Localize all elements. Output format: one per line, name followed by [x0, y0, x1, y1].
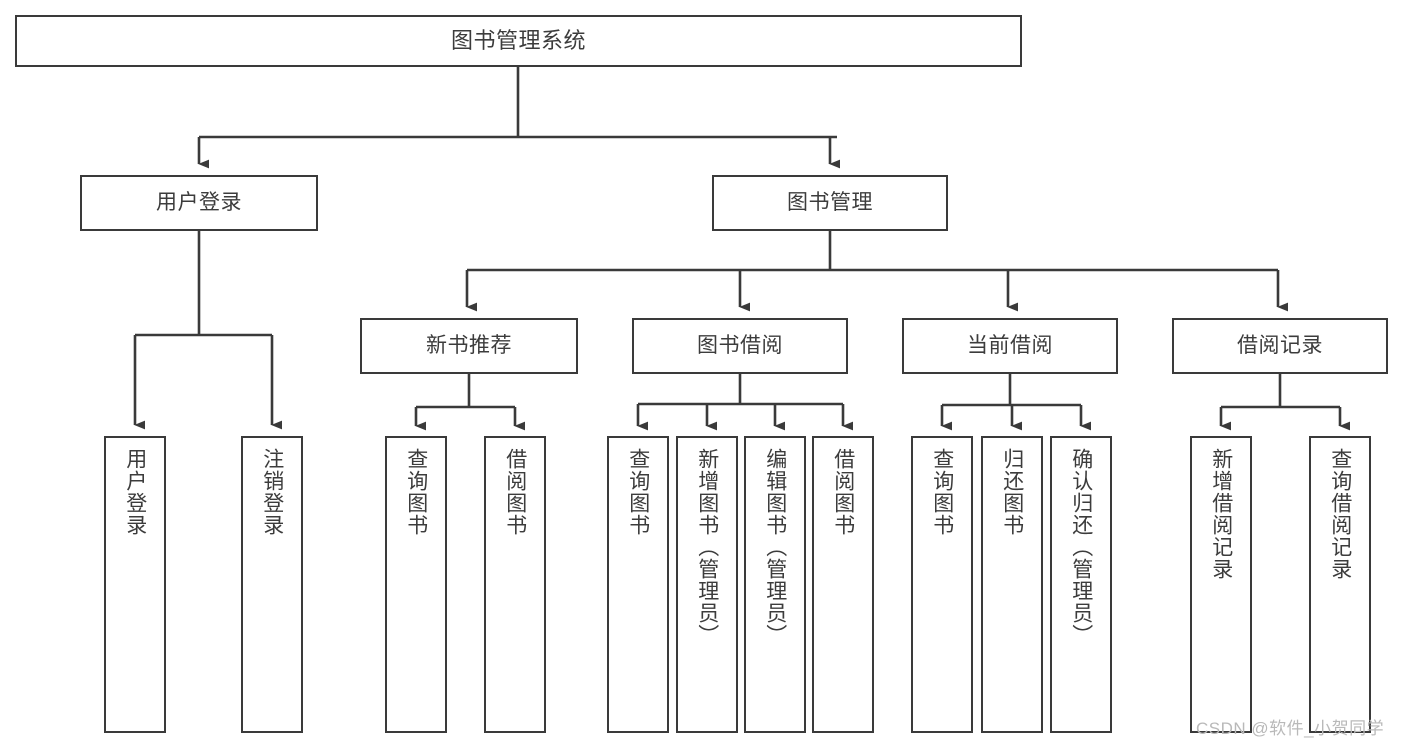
node-user-login[interactable]: 用户登录 — [80, 175, 318, 231]
node-leaf-query-record-label: 查询借阅记录 — [1328, 448, 1352, 580]
node-leaf-confirm-return[interactable]: 确认归还（管理员） — [1050, 436, 1112, 733]
node-leaf-borrow-book-rec[interactable]: 借阅图书 — [484, 436, 546, 733]
node-book-borrow-label: 图书借阅 — [697, 334, 783, 358]
node-leaf-add-book[interactable]: 新增图书（管理员） — [676, 436, 738, 733]
node-book-manage[interactable]: 图书管理 — [712, 175, 948, 231]
node-leaf-borrow-book-label: 借阅图书 — [831, 448, 855, 536]
node-leaf-edit-book[interactable]: 编辑图书（管理员） — [744, 436, 806, 733]
node-new-book-rec-label: 新书推荐 — [426, 334, 512, 358]
node-root-label: 图书管理系统 — [450, 27, 586, 53]
node-book-manage-label: 图书管理 — [787, 191, 873, 215]
node-new-book-rec[interactable]: 新书推荐 — [360, 318, 578, 374]
node-user-login-label: 用户登录 — [156, 191, 242, 215]
node-leaf-query-book-borrow-label: 查询图书 — [626, 448, 650, 536]
node-leaf-query-book-rec-label: 查询图书 — [404, 448, 428, 536]
node-leaf-query-book-cur-label: 查询图书 — [930, 448, 954, 536]
node-borrow-record-label: 借阅记录 — [1237, 334, 1323, 358]
csdn-watermark: CSDN @软件_小贺同学 — [1196, 719, 1385, 738]
node-leaf-add-record-label: 新增借阅记录 — [1209, 448, 1233, 580]
node-borrow-record[interactable]: 借阅记录 — [1172, 318, 1388, 374]
node-leaf-user-login-label: 用户登录 — [123, 448, 147, 536]
node-leaf-return-book-label: 归还图书 — [1000, 448, 1024, 536]
node-leaf-add-record[interactable]: 新增借阅记录 — [1190, 436, 1252, 733]
node-leaf-query-book-cur[interactable]: 查询图书 — [911, 436, 973, 733]
node-root[interactable]: 图书管理系统 — [15, 15, 1022, 67]
node-leaf-confirm-return-label: 确认归还（管理员） — [1069, 448, 1093, 646]
node-leaf-borrow-book[interactable]: 借阅图书 — [812, 436, 874, 733]
node-leaf-query-record[interactable]: 查询借阅记录 — [1309, 436, 1371, 733]
node-current-borrow[interactable]: 当前借阅 — [902, 318, 1118, 374]
node-leaf-query-book-rec[interactable]: 查询图书 — [385, 436, 447, 733]
node-leaf-edit-book-label: 编辑图书（管理员） — [763, 448, 787, 646]
node-leaf-add-book-label: 新增图书（管理员） — [695, 448, 719, 646]
node-current-borrow-label: 当前借阅 — [967, 334, 1053, 358]
node-leaf-user-login[interactable]: 用户登录 — [104, 436, 166, 733]
node-leaf-logout[interactable]: 注销登录 — [241, 436, 303, 733]
node-leaf-return-book[interactable]: 归还图书 — [981, 436, 1043, 733]
node-leaf-borrow-book-rec-label: 借阅图书 — [503, 448, 527, 536]
node-book-borrow[interactable]: 图书借阅 — [632, 318, 848, 374]
node-leaf-query-book-borrow[interactable]: 查询图书 — [607, 436, 669, 733]
node-leaf-logout-label: 注销登录 — [260, 448, 284, 536]
